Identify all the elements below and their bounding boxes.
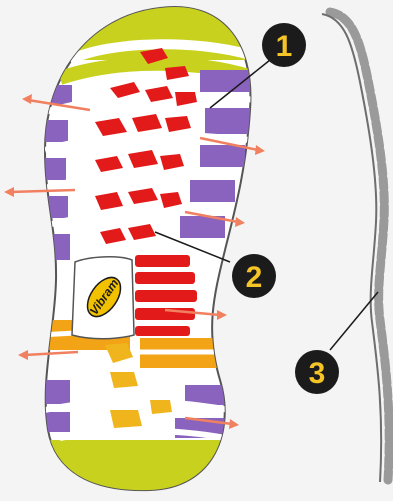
callout-1-number: 1 [276,30,293,63]
sole-side-profile [322,12,389,482]
callout-1: 1 [262,23,306,67]
callout-2: 2 [232,254,276,298]
callout-3-number: 3 [309,357,326,390]
callout-3: 3 [295,350,339,394]
heel-lime-zone [30,440,270,501]
callout-2-number: 2 [246,261,263,294]
